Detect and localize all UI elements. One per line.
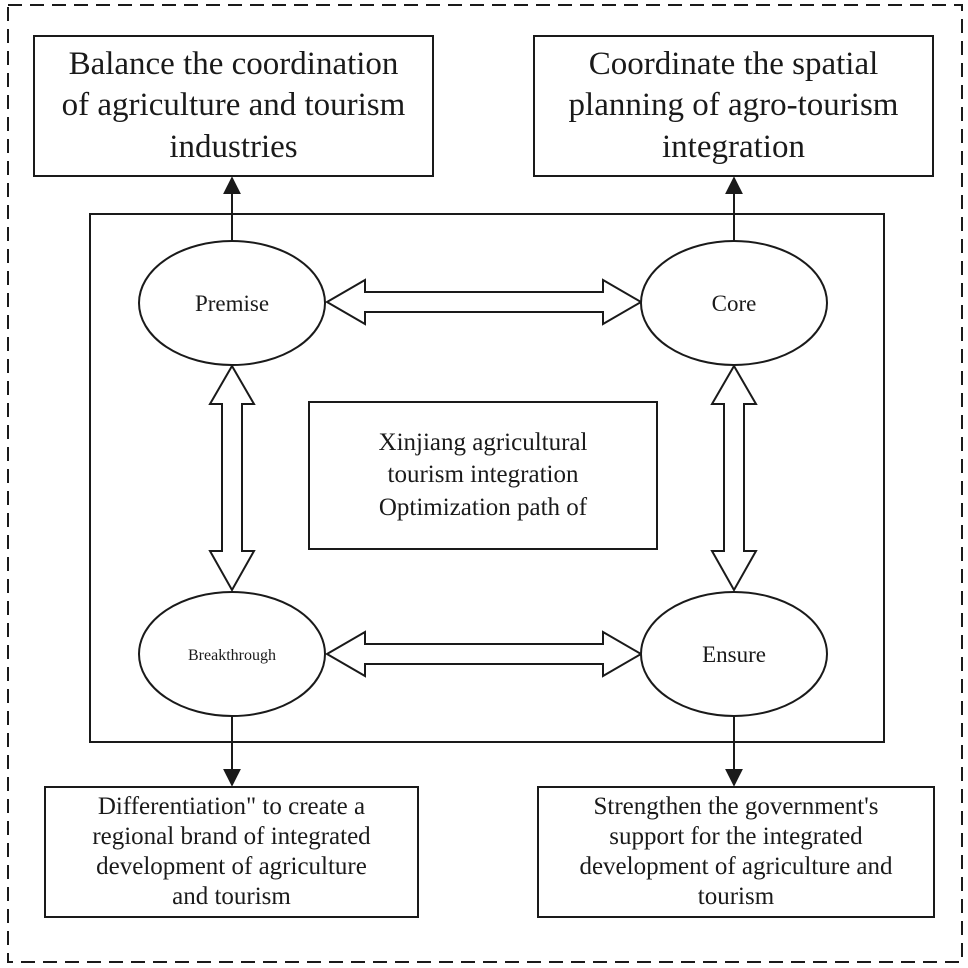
outcome-top-right: Coordinate the spatial planning of agro-… bbox=[533, 35, 934, 177]
outcome-top-left-line: of agriculture and tourism bbox=[61, 87, 406, 124]
node-ensure-label: Ensure bbox=[702, 642, 766, 667]
double-arrow-core-ensure bbox=[710, 364, 758, 593]
center-title-line: Xinjiang agricultural bbox=[378, 428, 588, 456]
outcome-bottom-right-line: support for the integrated bbox=[609, 823, 863, 850]
outcome-top-left: Balance the coordination of agriculture … bbox=[33, 35, 434, 177]
outcome-top-right-line: planning of agro-tourism bbox=[568, 87, 899, 124]
outcome-bottom-left: Differentiation" to create a regional br… bbox=[44, 786, 419, 918]
center-title-line: tourism integration bbox=[387, 461, 579, 489]
center-title-line: Optimization path of bbox=[378, 493, 588, 521]
outcome-bottom-left-line: regional brand of integrated bbox=[92, 823, 371, 850]
outcome-top-right-line: integration bbox=[662, 128, 805, 165]
inner-frame bbox=[89, 213, 885, 743]
outcome-bottom-right-line: tourism bbox=[697, 883, 775, 910]
outcome-bottom-left-line: development of agriculture bbox=[96, 853, 367, 880]
double-arrow-premise-breakthrough bbox=[208, 364, 256, 593]
outcome-top-right-line: Coordinate the spatial bbox=[588, 46, 879, 83]
outcome-bottom-right-line: Strengthen the government's bbox=[593, 793, 879, 820]
node-premise: Premise bbox=[138, 240, 326, 366]
outcome-top-left-line: Balance the coordination bbox=[68, 46, 399, 83]
node-breakthrough-label: Breakthrough bbox=[188, 647, 276, 664]
node-core-label: Core bbox=[712, 291, 757, 316]
outcome-bottom-right-line: development of agriculture and bbox=[579, 853, 893, 880]
center-title-box: Xinjiang agricultural tourism integratio… bbox=[308, 401, 658, 550]
outcome-top-left-line: industries bbox=[169, 128, 298, 165]
node-core: Core bbox=[640, 240, 828, 366]
outcome-bottom-left-line: Differentiation" to create a bbox=[97, 793, 366, 820]
outcome-bottom-left-line: and tourism bbox=[172, 883, 291, 910]
node-breakthrough: Breakthrough bbox=[138, 591, 326, 717]
node-ensure: Ensure bbox=[640, 591, 828, 717]
double-arrow-premise-core bbox=[325, 278, 643, 326]
node-premise-label: Premise bbox=[195, 291, 269, 316]
double-arrow-breakthrough-ensure bbox=[325, 630, 643, 678]
outer-dashed-frame bbox=[7, 4, 963, 963]
outcome-bottom-right: Strengthen the government's support for … bbox=[537, 786, 935, 918]
